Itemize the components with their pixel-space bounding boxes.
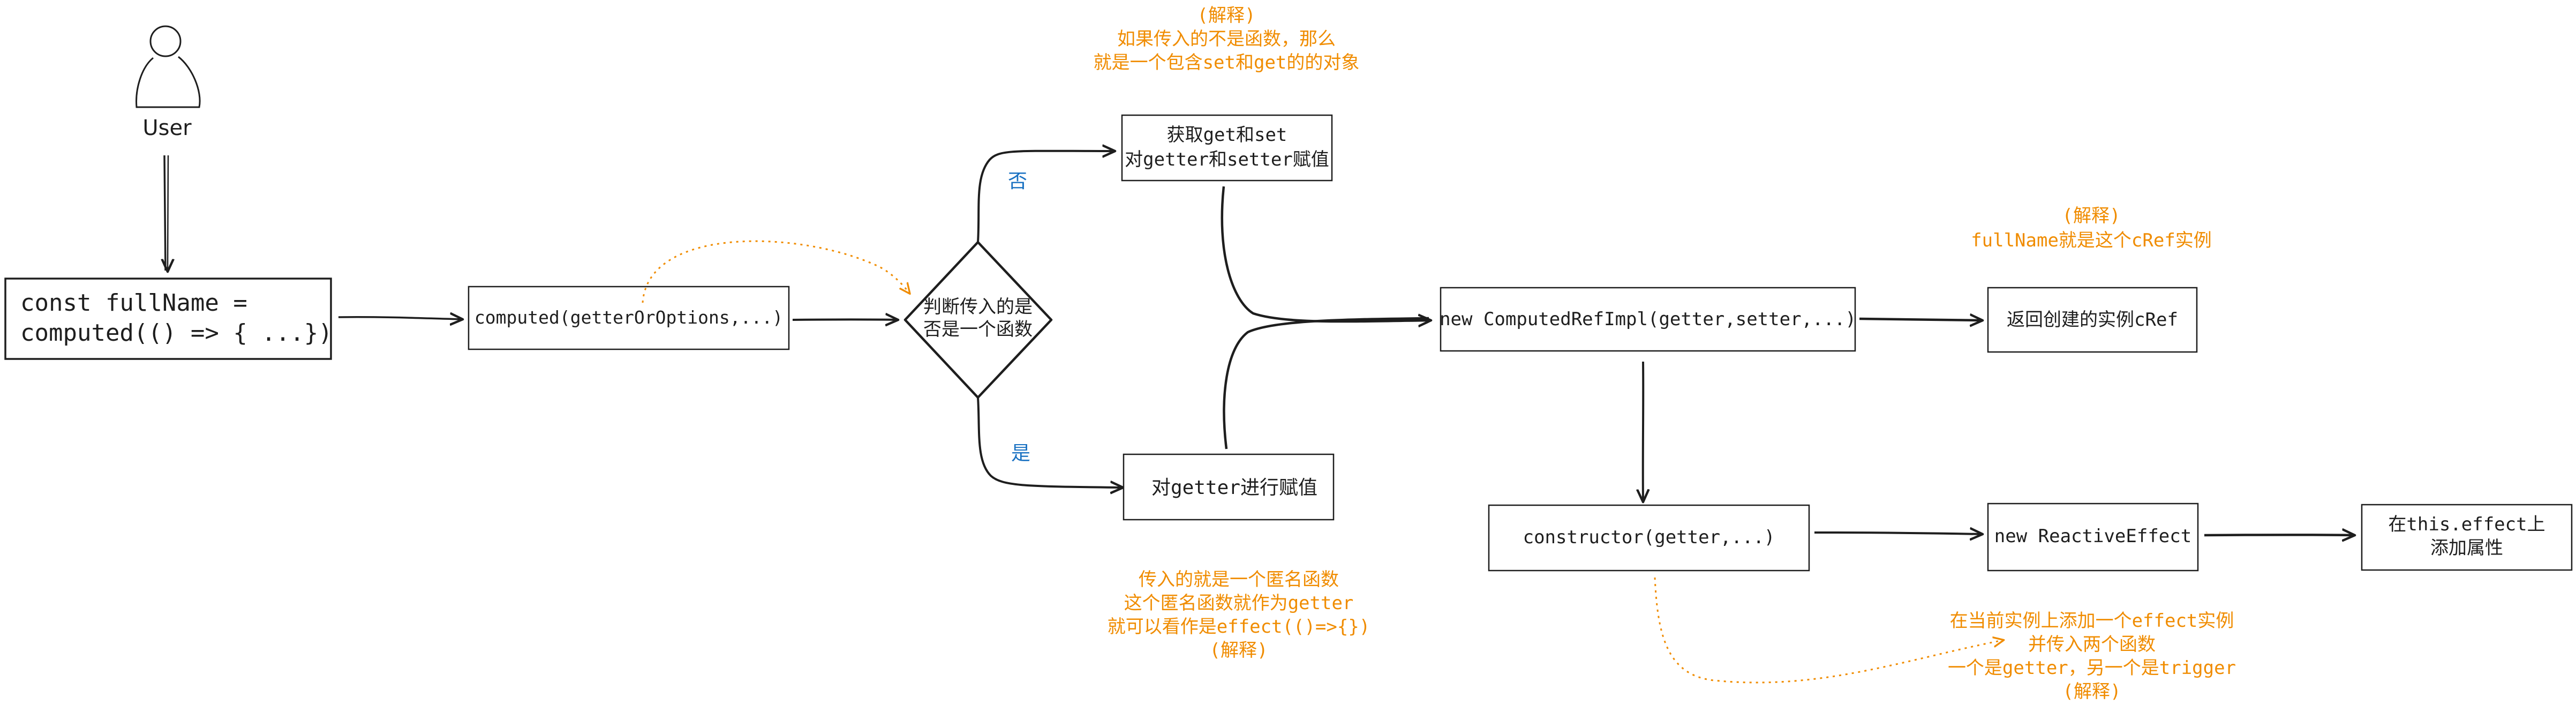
assign-getter-node: 对getter进行赋值 (1123, 453, 1335, 521)
impl-to-return-arrow (1859, 319, 1982, 320)
user-label: User (142, 116, 192, 140)
const-fullname-line-2: computed(() => { ...}) (20, 319, 333, 347)
note-anon-line-1: 传入的就是一个匿名函数 (1139, 569, 1339, 590)
note-effect-line-3: 一个是getter，另一个是trigger (1948, 657, 2236, 679)
note-top-line-2: 如果传入的不是函数，那么 (1117, 28, 1336, 50)
note-fullname-line-2: fullName就是这个cRef实例 (1971, 230, 2212, 251)
user-to-const-arrow (164, 155, 168, 271)
constructor-node: constructor(getter,...) (1488, 504, 1810, 572)
decision-yes-arrow (977, 397, 1122, 488)
user-actor: User (135, 25, 201, 140)
return-cref-node: 返回创建的实例cRef (1987, 287, 2198, 353)
return-cref-label: 返回创建的实例cRef (2007, 309, 2178, 331)
note-effect: 在当前实例上添加一个effect实例 并传入两个函数 一个是getter，另一个… (1948, 610, 2236, 702)
note-anon-line-2: 这个匿名函数就作为getter (1124, 593, 1354, 614)
computed-ref-impl-label: new ComputedRefImpl(getter,setter,...) (1440, 309, 1856, 330)
computed-call-node: computed(getterOrOptions,...) (468, 286, 790, 350)
note-top-line-3: 就是一个包含set和get的的对象 (1094, 52, 1360, 73)
constructor-label: constructor(getter,...) (1523, 527, 1775, 548)
note-effect-line-4: (解释) (2063, 681, 2121, 702)
get-set-line-2: 对getter和setter赋值 (1125, 149, 1329, 170)
const-to-computed-arrow (338, 317, 462, 319)
note-anon-line-3: 就可以看作是effect(()=>{}) (1108, 616, 1370, 638)
add-attribute-line-1: 在this.effect上 (2388, 514, 2545, 535)
note-top: (解释) 如果传入的不是函数，那么 就是一个包含set和get的的对象 (1094, 5, 1360, 73)
assign-getter-label: 对getter进行赋值 (1151, 477, 1317, 499)
decision-no-arrow (977, 151, 1114, 243)
computed-to-decision-dashed-arc (642, 240, 909, 303)
branch-no-label: 否 (1008, 170, 1027, 192)
merge-arrows (1221, 186, 1430, 449)
computed-call-label: computed(getterOrOptions,...) (474, 307, 783, 328)
decision-line-2: 否是一个函数 (923, 319, 1033, 340)
note-effect-line-2: 并传入两个函数 (2028, 634, 2156, 655)
add-attribute-line-2: 添加属性 (2430, 537, 2503, 559)
reactive-effect-label: new ReactiveEffect (1994, 526, 2191, 547)
get-set-node: 获取get和set 对getter和setter赋值 (1121, 114, 1333, 182)
reactive-effect-node: new ReactiveEffect (1987, 503, 2199, 572)
add-attribute-node: 在this.effect上 添加属性 (2361, 504, 2573, 571)
const-fullname-line-1: const fullName = (20, 289, 247, 317)
note-fullname-line-1: (解释) (2062, 205, 2121, 227)
get-set-line-1: 获取get和set (1167, 124, 1287, 146)
note-effect-line-1: 在当前实例上添加一个effect实例 (1950, 610, 2234, 632)
impl-to-constructor-arrow (1643, 361, 1644, 501)
note-fullname: (解释) fullName就是这个cRef实例 (1971, 205, 2212, 251)
decision-line-1: 判断传入的是 (923, 296, 1033, 318)
decision-node: 判断传入的是 否是一个函数 (903, 241, 1053, 399)
user-head-icon (149, 25, 182, 57)
note-top-line-1: (解释) (1197, 5, 1256, 26)
branch-yes-label: 是 (1011, 443, 1030, 464)
note-anonymous-function: 传入的就是一个匿名函数 这个匿名函数就作为getter 就可以看作是effect… (1108, 569, 1370, 661)
user-body-icon (135, 56, 201, 108)
computed-ref-impl-node: new ComputedRefImpl(getter,setter,...) (1440, 287, 1856, 352)
computed-to-decision-arrow (792, 319, 897, 320)
const-fullname-node: const fullName = computed(() => { ...}) (4, 278, 333, 360)
note-anon-line-4: (解释) (1210, 640, 1268, 661)
constructor-to-effect-arrow (1814, 533, 1982, 534)
